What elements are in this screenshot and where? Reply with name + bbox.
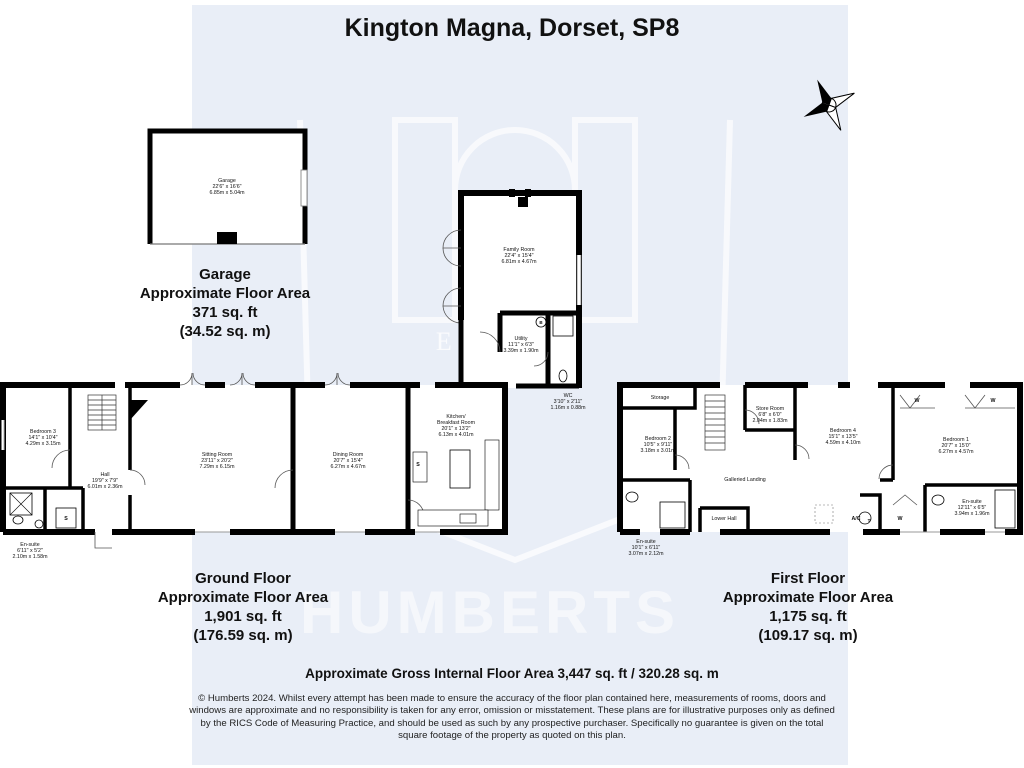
- airing-cupboard-symbol: A/C: [851, 516, 860, 522]
- garage-area-sqft: 371 sq. ft: [192, 304, 258, 321]
- room-name-dining: Dining Room: [333, 452, 364, 458]
- tank-symbol: T: [868, 518, 871, 523]
- boiler-symbol: B: [539, 320, 543, 325]
- ground-area-sqm: (176.59 sq. m): [193, 627, 293, 644]
- room-dim-bedroom4: 15'1" x 13'5": [828, 434, 857, 440]
- room-dim-ensuite-ground: 6'11" x 5'2": [17, 548, 43, 554]
- first-floor-plan: [617, 382, 1023, 535]
- room-name-lower-hall: Lower Hall: [711, 516, 736, 522]
- ground-floor-area-label: Ground Floor Approximate Floor Area 1,90…: [138, 569, 348, 645]
- room-metric-garage: 6.85m x 5.04m: [209, 190, 245, 196]
- room-dim-kitchen: 20'1" x 13'2": [441, 426, 470, 432]
- garage-area-label: Garage Approximate Floor Area 371 sq. ft…: [120, 265, 330, 341]
- room-name-bedroom3: Bedroom 3: [30, 429, 56, 435]
- room-dim-garage: 22'6" x 16'6": [212, 184, 241, 190]
- first-area-caption: Approximate Floor Area: [722, 589, 894, 606]
- room-dim-sitting: 23'11" x 20'2": [201, 458, 233, 464]
- room-metric-hall: 6.01m x 2.36m: [87, 484, 123, 490]
- first-area-name: First Floor: [770, 570, 846, 587]
- room-metric-kitchen: 6.13m x 4.01m: [438, 432, 474, 438]
- room-name-utility: Utility: [515, 336, 528, 342]
- room-metric-bedroom2: 3.18m x 3.01m: [640, 448, 676, 454]
- room-metric-sitting: 7.29m x 6.15m: [199, 464, 235, 470]
- room-dim-storeroom: 6'8" x 6'0": [758, 412, 781, 418]
- page-title: Kington Magna, Dorset, SP8: [344, 14, 680, 42]
- ground-area-sqft: 1,901 sq. ft: [204, 608, 282, 625]
- garage-area-sqm: (34.52 sq. m): [179, 323, 271, 340]
- room-name-storage: Storage: [651, 395, 670, 401]
- room-name-ensuite-first-1: En-suite: [636, 539, 655, 545]
- room-dim-bedroom2: 10'5" x 9'11": [644, 442, 673, 448]
- room-metric-bedroom4: 4.59m x 4.10m: [825, 440, 861, 446]
- room-name-kitchen-1: Kitchen/: [446, 414, 466, 420]
- room-metric-ensuite-ground: 2.10m x 1.58m: [12, 554, 48, 560]
- room-dim-dining: 20'7" x 15'4": [333, 458, 362, 464]
- room-dim-family: 22'4" x 15'4": [504, 253, 533, 259]
- room-metric-wc: 1.16m x 0.88m: [550, 405, 586, 411]
- garage-plan: [147, 128, 308, 245]
- room-metric-dining: 6.27m x 4.67m: [330, 464, 366, 470]
- room-name-ensuite-first-2: En-suite: [962, 499, 981, 505]
- room-metric-storeroom: 2.04m x 1.83m: [752, 418, 788, 424]
- room-name-garage: Garage: [218, 178, 236, 184]
- ground-area-caption: Approximate Floor Area: [157, 589, 329, 606]
- room-name-kitchen-2: Breakfast Room: [437, 420, 476, 426]
- room-metric-ensuite-first-2: 3.94m x 1.96m: [954, 511, 990, 517]
- room-name-ensuite-ground: En-suite: [20, 542, 39, 548]
- room-metric-ensuite-first-1: 3.07m x 2.12m: [628, 551, 664, 557]
- room-name-storeroom: Store Room: [756, 406, 785, 412]
- room-name-bedroom2: Bedroom 2: [645, 436, 671, 442]
- room-metric-bedroom1: 6.27m x 4.57m: [938, 449, 974, 455]
- wardrobe-symbol-3: W: [991, 398, 996, 404]
- first-area-sqft: 1,175 sq. ft: [769, 608, 847, 625]
- room-dim-bedroom3: 14'1" x 10'4": [28, 435, 57, 441]
- shower-symbol-kitchen: S: [416, 462, 420, 468]
- room-dim-ensuite-first-1: 10'1" x 6'11": [632, 545, 661, 551]
- compass-icon: [803, 79, 855, 131]
- room-dim-utility: 11'1" x 6'3": [508, 342, 534, 348]
- watermark-text: HUMBERTS: [300, 579, 680, 646]
- first-floor-area-label: First Floor Approximate Floor Area 1,175…: [703, 569, 913, 645]
- wardrobe-symbol-2: W: [915, 398, 920, 404]
- garage-area-caption: Approximate Floor Area: [139, 285, 311, 302]
- ground-area-name: Ground Floor: [195, 570, 291, 587]
- room-dim-wc: 3'10" x 2'11": [554, 399, 583, 405]
- garage-area-name: Garage: [199, 266, 251, 283]
- first-area-sqm: (109.17 sq. m): [758, 627, 858, 644]
- gross-internal-area: Approximate Gross Internal Floor Area 3,…: [305, 666, 719, 681]
- disclaimer-text: © Humberts 2024. Whilst every attempt ha…: [189, 693, 835, 742]
- shower-symbol-ground: S: [64, 516, 68, 522]
- room-name-bedroom1: Bedroom 1: [943, 437, 969, 443]
- room-dim-bedroom1: 20'7" x 15'0": [941, 443, 970, 449]
- room-name-galleried-landing: Galleried Landing: [724, 477, 766, 483]
- room-name-bedroom4: Bedroom 4: [830, 428, 856, 434]
- room-name-wc: WC: [564, 393, 573, 399]
- room-metric-bedroom3: 4.29m x 3.15m: [25, 441, 61, 447]
- room-dim-ensuite-first-2: 12'11" x 6'5": [958, 505, 987, 511]
- room-metric-family: 6.81m x 4.67m: [501, 259, 537, 265]
- wardrobe-symbol-1: W: [898, 516, 903, 522]
- room-metric-utility: 3.39m x 1.90m: [503, 348, 539, 354]
- room-name-hall: Hall: [100, 472, 109, 478]
- room-dim-hall: 19'9" x 7'9": [92, 478, 118, 484]
- room-name-family: Family Room: [503, 247, 535, 253]
- ground-floor-plan: [0, 189, 582, 549]
- room-name-sitting: Sitting Room: [202, 452, 233, 458]
